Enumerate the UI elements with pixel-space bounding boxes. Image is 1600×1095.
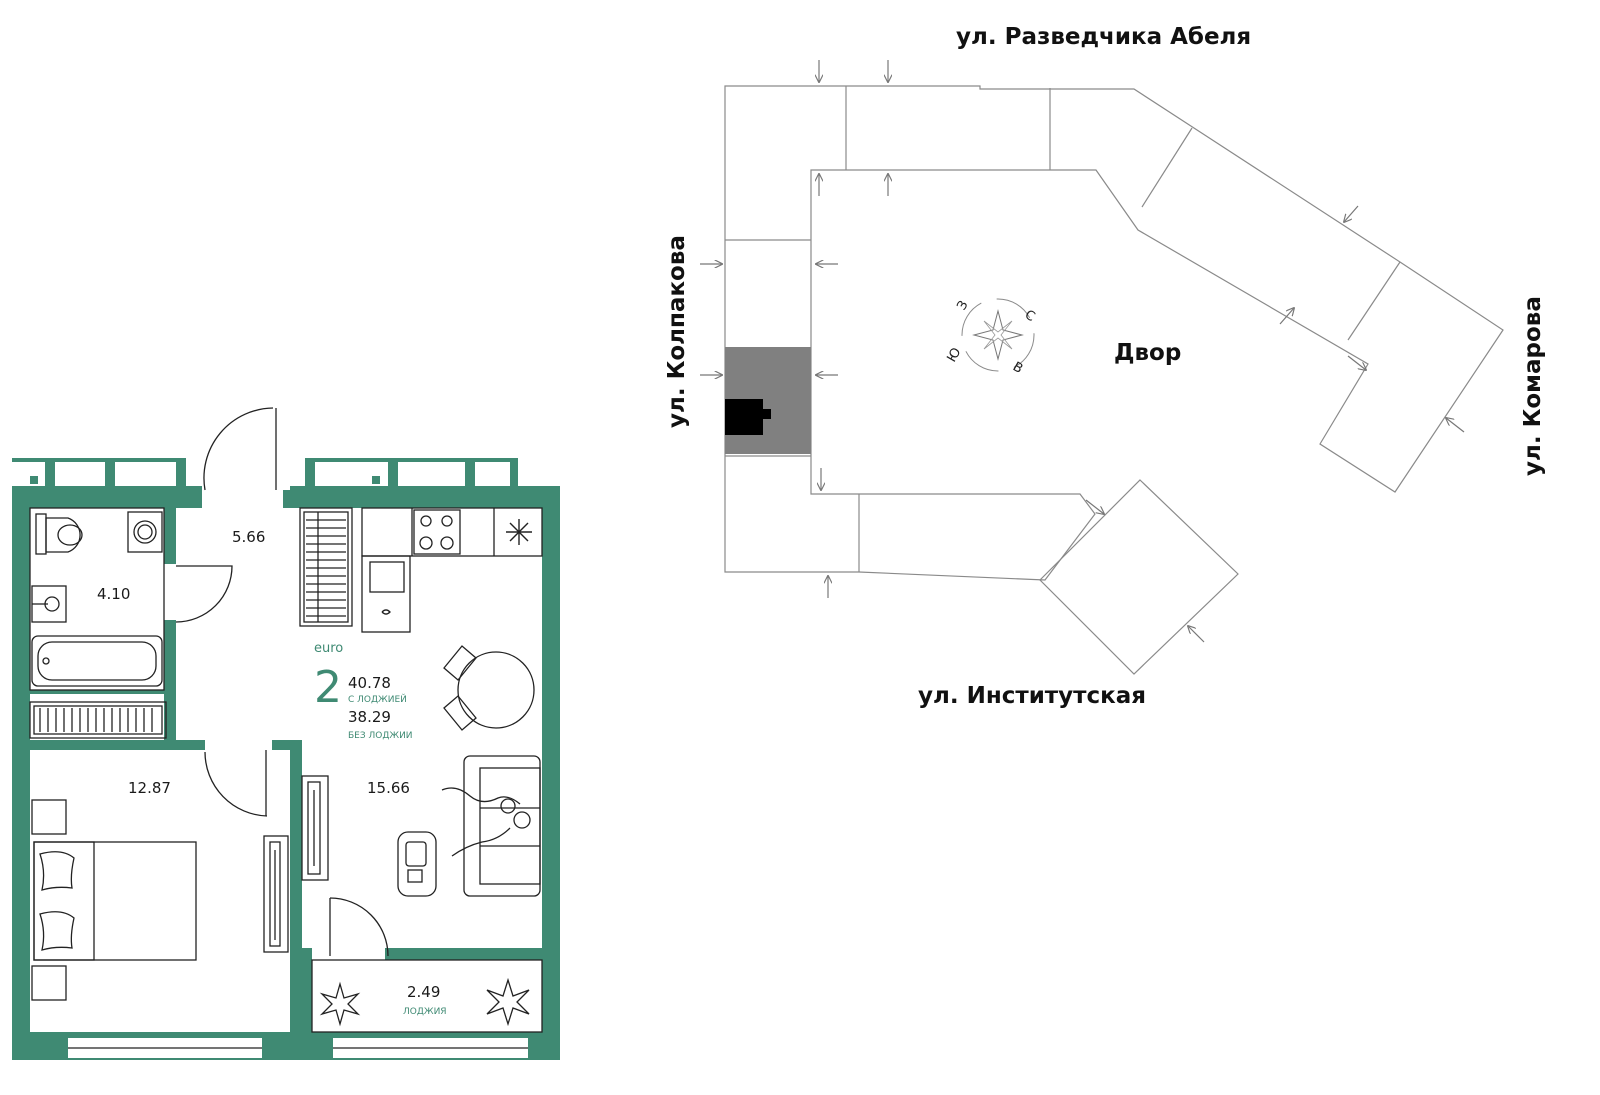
- inner-lines: [29, 407, 543, 1049]
- area-total-note: С ЛОДЖИЕЙ: [348, 693, 407, 705]
- compass-e: В: [1010, 359, 1025, 376]
- street-south: ул. Институтская: [918, 683, 1146, 709]
- street-north: ул. Разведчика Абеля: [956, 24, 1251, 50]
- area-total: 40.78: [348, 674, 391, 692]
- section-marker: [725, 399, 763, 435]
- rooms-count: 2: [314, 662, 342, 713]
- apartment-badge: euro 2 40.78 С ЛОДЖИЕЙ 38.29 БЕЗ ЛОДЖИИ: [314, 641, 413, 741]
- area-living: 15.66: [367, 779, 410, 797]
- area-bathroom: 4.10: [97, 585, 130, 603]
- entrance-arrow-icon: [1344, 205, 1359, 222]
- plant-icon: [319, 977, 530, 1027]
- area-living-total: 38.29: [348, 708, 391, 726]
- area-bedroom: 12.87: [128, 779, 171, 797]
- entrance-arrow-icon: [1279, 308, 1294, 325]
- area-living-note: БЕЗ ЛОДЖИИ: [348, 731, 413, 741]
- walls: [12, 458, 560, 1060]
- building-outline: [724, 85, 1504, 581]
- compass-rose-icon: С В Ю З: [944, 298, 1037, 377]
- area-hall: 5.66: [232, 528, 265, 546]
- loggia-label: ЛОДЖИЯ: [403, 1007, 447, 1017]
- snowflake-icon: [506, 519, 532, 545]
- area-loggia: 2.49: [407, 983, 440, 1001]
- entrance-arrow-icon: [1446, 418, 1465, 433]
- entrance-arrow-icon: [1085, 499, 1104, 514]
- entrance-arrow-icon: [1347, 355, 1366, 370]
- courtyard-label: Двор: [1114, 340, 1181, 366]
- compass-s: Ю: [944, 345, 964, 365]
- street-west: ул. Колпакова: [664, 235, 690, 428]
- street-east: ул. Комарова: [1520, 296, 1546, 476]
- entrance-arrows: [700, 60, 1465, 643]
- series-label: euro: [314, 641, 343, 656]
- site-plan: [724, 85, 1504, 675]
- tower-outline: [1039, 479, 1239, 675]
- entrance-arrow-icon: [1188, 626, 1205, 643]
- compass-w: З: [954, 298, 971, 313]
- floor-plan: 5.66 4.10 12.87 15.66 2.49 ЛОДЖИЯ euro 2…: [12, 407, 560, 1060]
